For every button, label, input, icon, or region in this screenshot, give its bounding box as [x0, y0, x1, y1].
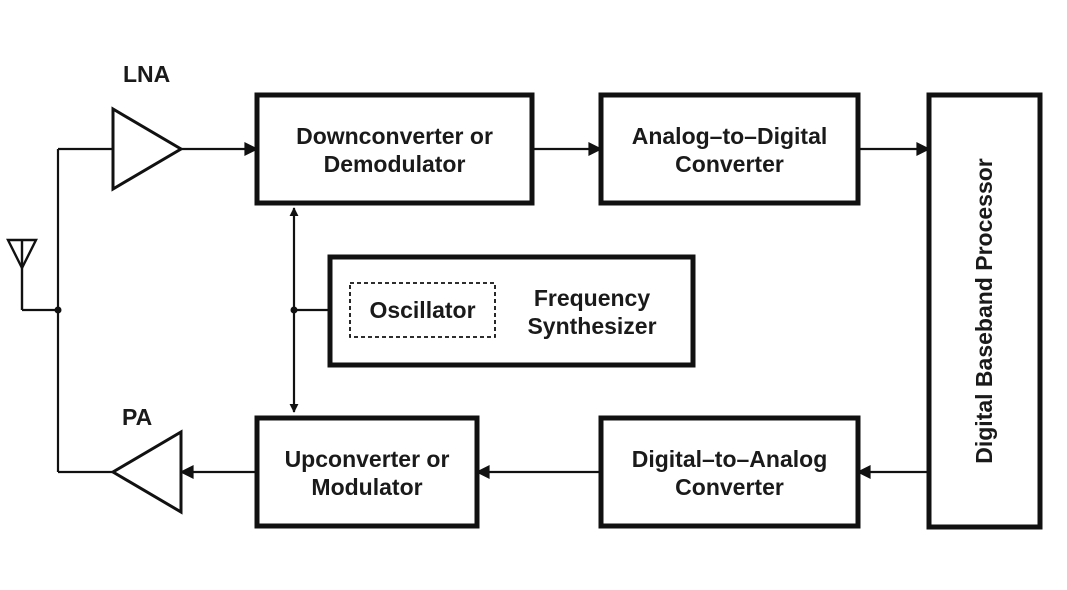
- upconverter-label-line1: Upconverter or: [285, 446, 450, 472]
- synthesizer-label-line1: Frequency: [534, 285, 651, 311]
- oscillator-box: [349, 282, 496, 338]
- downconverter-label-line1: Downconverter or: [296, 123, 493, 149]
- dac-label-line1: Digital–to–Analog: [632, 446, 828, 472]
- antenna-bus: [54, 147, 113, 474]
- pa-triangle-icon: [110, 429, 183, 515]
- dac-block: Digital–to–Analog Converter: [598, 415, 861, 529]
- baseband-label: Digital Baseband Processor: [971, 158, 997, 464]
- upconverter-label-line2: Modulator: [311, 474, 422, 500]
- lna-triangle-icon: [111, 106, 184, 192]
- lo-distribution: [289, 207, 330, 413]
- oscillator-label: Oscillator: [369, 297, 475, 323]
- baseband-processor-block: Digital Baseband Processor: [926, 92, 1043, 530]
- antenna-icon: [6, 238, 58, 312]
- lna-label: LNA: [123, 61, 170, 87]
- pa-label: PA: [122, 404, 152, 430]
- adc-block: Analog–to–Digital Converter: [598, 92, 861, 206]
- adc-label-line1: Analog–to–Digital: [632, 123, 828, 149]
- pa-amplifier: PA: [110, 404, 183, 515]
- dac-label-line2: Converter: [675, 474, 784, 500]
- frequency-synthesizer-block: Oscillator Frequency Synthesizer: [327, 254, 696, 368]
- downconverter-label-line2: Demodulator: [324, 151, 466, 177]
- downconverter-block: Downconverter or Demodulator: [254, 92, 535, 206]
- lna-amplifier: LNA: [111, 61, 184, 192]
- upconverter-block: Upconverter or Modulator: [254, 415, 480, 529]
- adc-label-line2: Converter: [675, 151, 784, 177]
- synthesizer-label-line2: Synthesizer: [527, 313, 656, 339]
